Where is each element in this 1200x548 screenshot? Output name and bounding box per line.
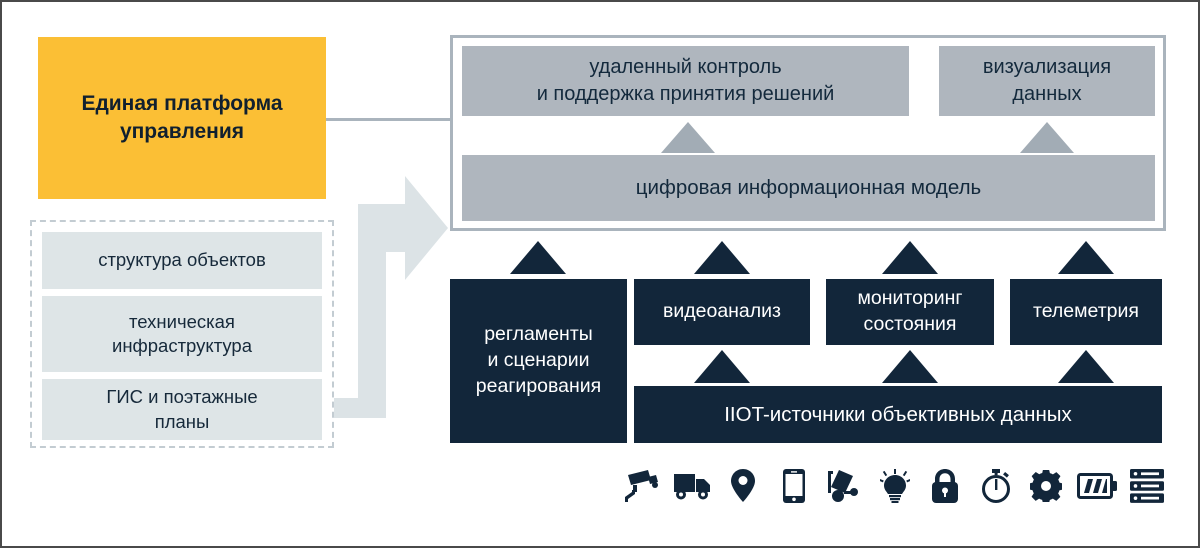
arrow-up-iiot-to-monitoring [882,350,938,383]
padlock-icon [925,465,965,507]
arrow-up-iiot-to-video [694,350,750,383]
map-pin-icon [723,465,763,507]
security-camera-icon [622,465,662,507]
truck-icon [673,465,713,507]
hand-truck-icon [824,465,864,507]
sources-label-iiot: IIOT-источники объективных данных [724,402,1072,426]
sources-box-iiot: IIOT-источники объективных данных [634,386,1162,443]
arrow-up-monitoring-to-model [882,241,938,274]
lightbulb-icon [875,465,915,507]
arrow-up-to-remote-control [661,122,715,153]
smartphone-icon [774,465,814,507]
service-label-video-analysis: видеоанализ [663,300,781,323]
icon-strip [622,457,1167,515]
input-box-structure: структура объектов [42,232,322,289]
arrow-up-regulations-to-model [510,241,566,274]
core-label-digital-model: цифровая информационная модель [635,176,982,200]
gear-icon [1026,465,1066,507]
arrow-up-video-to-model [694,241,750,274]
arrow-up-to-visualization [1020,122,1074,153]
arrow-up-iiot-to-telemetry [1058,350,1114,383]
service-box-video-analysis: видеоанализ [634,279,810,345]
battery-icon [1076,465,1117,507]
service-label-telemetry: телеметрия [1033,300,1139,323]
service-box-telemetry: телеметрия [1010,279,1162,345]
input-label-structure: структура объектов [98,249,266,271]
stopwatch-icon [976,465,1016,507]
platform-connector-line [326,118,454,121]
core-box-digital-model: цифровая информационная модель [462,155,1155,221]
server-rack-icon [1127,465,1167,507]
arrow-up-telemetry-to-model [1058,241,1114,274]
flow-arrow [332,168,450,418]
